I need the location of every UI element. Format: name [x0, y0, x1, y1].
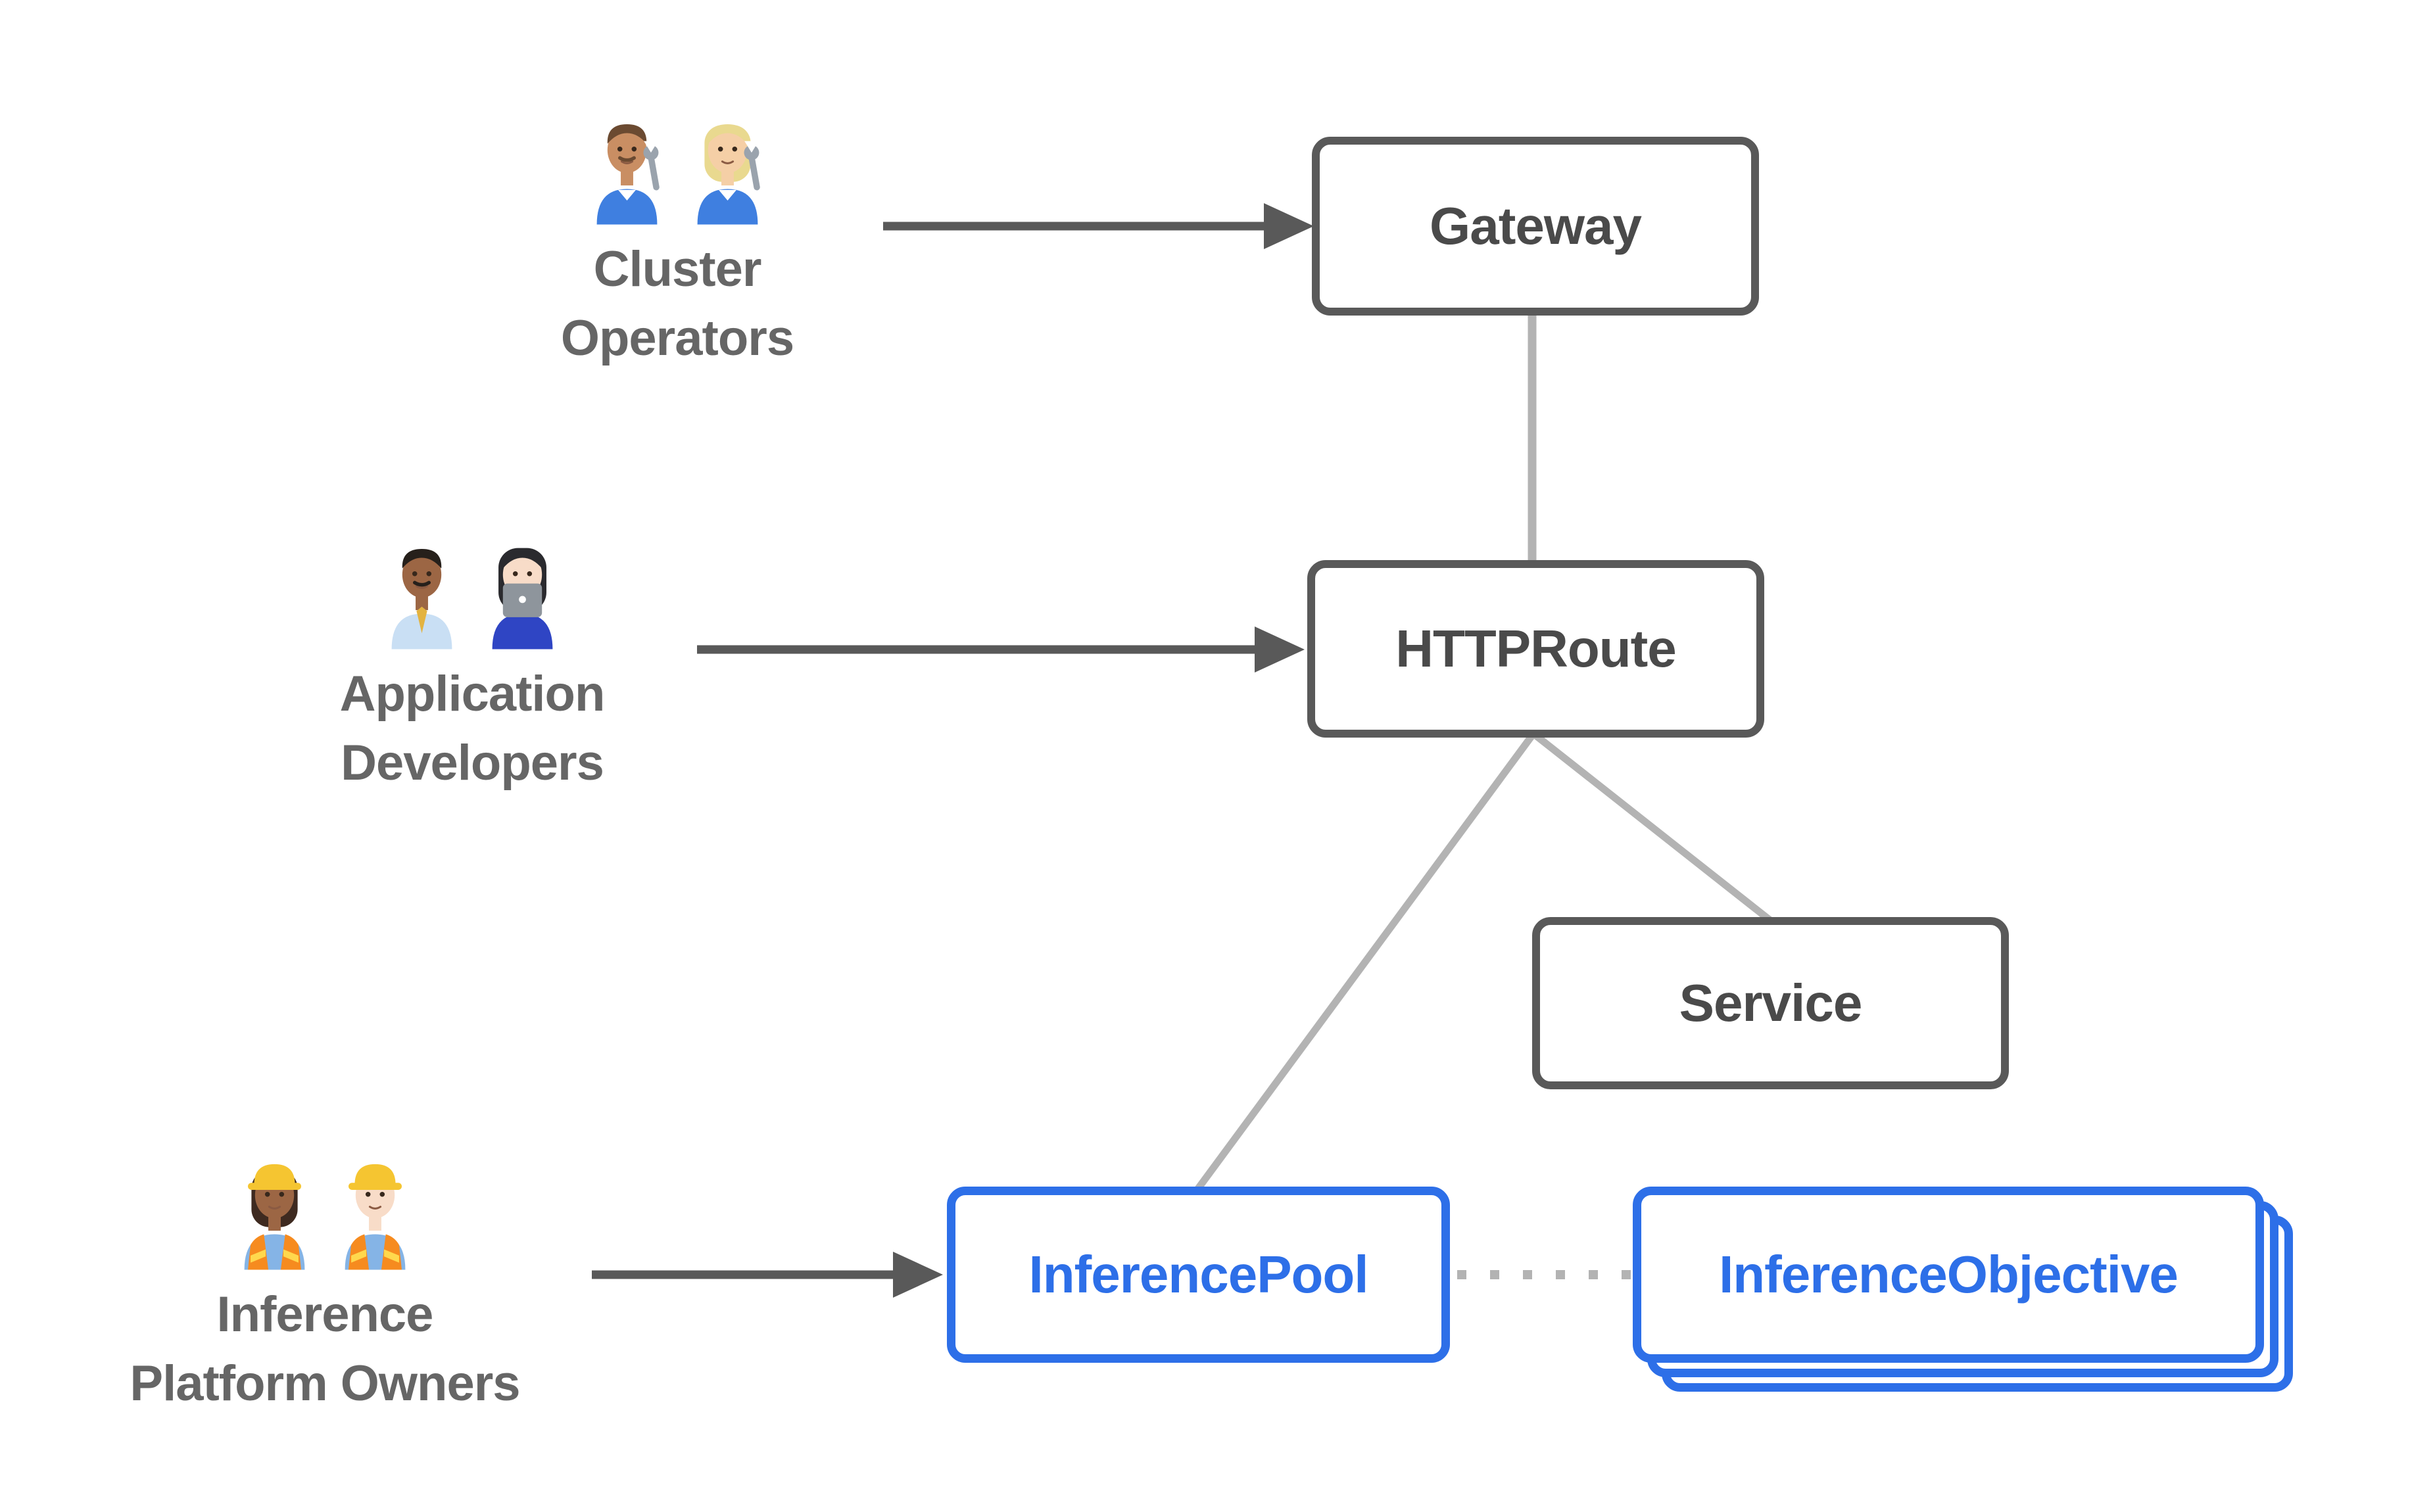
- woman-technologist-icon: [478, 525, 567, 650]
- man-mechanic-icon: [583, 100, 671, 225]
- inference-platform-owners-label: Inference Platform Owners: [130, 1281, 520, 1419]
- woman-mechanic-icon: [683, 100, 772, 225]
- httproute-node-label: HTTPRoute: [1395, 619, 1677, 678]
- cluster-operators-label: Cluster Operators: [561, 235, 794, 373]
- woman-construction-worker-icon: [230, 1145, 319, 1270]
- gateway-node: Gateway: [1312, 137, 1759, 316]
- application-developers-httproute-arrowhead: [1255, 626, 1305, 673]
- cluster-operators-icon-row: [583, 100, 772, 225]
- service-node: Service: [1532, 917, 2009, 1089]
- man-construction-worker-icon: [331, 1145, 420, 1270]
- persona-label-line: Application: [339, 666, 606, 722]
- inferenceobjective-node: InferenceObjective: [1633, 1187, 2264, 1363]
- httproute-node: HTTPRoute: [1307, 560, 1764, 738]
- inference-platform-owners-inferencepool-arrowhead: [893, 1252, 943, 1298]
- inferencepool-node-label: InferencePool: [1028, 1245, 1368, 1304]
- persona-label-line: Cluster: [593, 241, 762, 297]
- persona-inference-platform-owners: Inference Platform Owners: [95, 1145, 555, 1419]
- persona-label-line: Inference: [216, 1287, 434, 1342]
- inferenceobjective-node-stack: InferenceObjective: [1633, 1187, 2293, 1392]
- persona-label-line: Platform Owners: [130, 1355, 520, 1411]
- gateway-node-label: Gateway: [1429, 197, 1642, 255]
- httproute-service-connector: [1531, 730, 1773, 924]
- persona-application-developers: Application Developers: [242, 525, 702, 798]
- inferenceobjective-node-label: InferenceObjective: [1719, 1245, 2179, 1304]
- man-office-worker-icon: [377, 525, 466, 650]
- httproute-inferencepool-connector: [1195, 731, 1537, 1191]
- persona-cluster-operators: Cluster Operators: [447, 100, 907, 373]
- persona-label-line: Operators: [560, 310, 794, 366]
- application-developers-label: Application Developers: [339, 660, 606, 798]
- persona-label-line: Developers: [341, 734, 604, 791]
- application-developers-icon-row: [377, 525, 567, 650]
- inference-platform-owners-icon-row: [230, 1145, 420, 1270]
- service-node-label: Service: [1679, 974, 1863, 1032]
- cluster-operators-gateway-arrowhead: [1264, 203, 1314, 249]
- inferencepool-node: InferencePool: [947, 1187, 1450, 1363]
